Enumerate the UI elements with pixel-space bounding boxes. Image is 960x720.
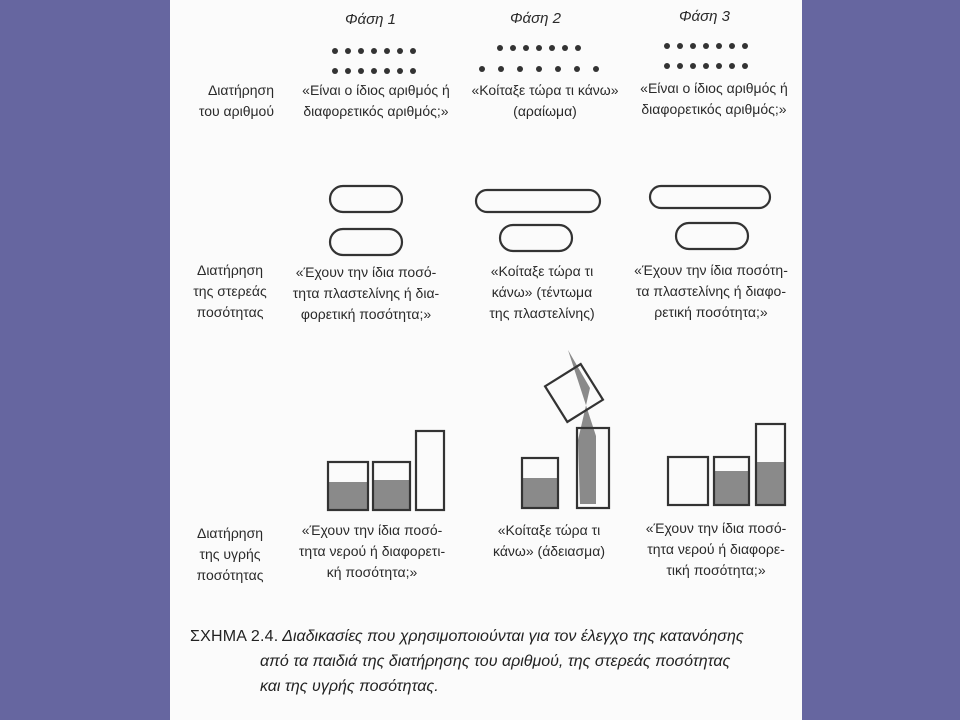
glasses-phase3 [666, 422, 787, 507]
row-solid-phase2-text: «Κοίταξε τώρα τι κάνω» (τέντωμα της πλασ… [489, 263, 595, 321]
caption-line-3: και της υγρής ποσότητας. [260, 678, 439, 695]
row-liquid-phase2-text: «Κοίταξε τώρα τι κάνω» (άδειασμα) [493, 522, 605, 559]
clay-phase1-top [328, 184, 404, 214]
caption-line-1: Διαδικασίες που χρησιμοποιούνται για τον… [282, 628, 744, 645]
phase-3-header: Φάση 3 [679, 8, 730, 25]
row-solid-label: Διατήρηση της στερεάς ποσότητας [193, 262, 267, 320]
row-liquid-phase3-text: «Έχουν την ίδια ποσό- τητα νερού ή διαφο… [645, 520, 787, 578]
caption-label: ΣΧΗΜΑ 2.4. [190, 628, 279, 645]
figure-illustrations [326, 43, 787, 512]
phase-1-header: Φάση 1 [345, 11, 396, 28]
glasses-phase1 [326, 429, 446, 512]
clay-phase2-stretched [474, 188, 602, 214]
row-solid-phase1-text: «Έχουν την ίδια ποσό- τητα πλαστελίνης ή… [292, 264, 440, 322]
row-solid-phase3-text: «Έχουν την ίδια ποσότη- τα πλαστελίνης ή… [634, 262, 788, 320]
row-number-phase2-text: «Κοίταξε τώρα τι κάνω» (αραίωμα) [471, 82, 619, 119]
row-number-phase3-text: «Είναι ο ίδιος αριθμός ή διαφορετικός αρ… [640, 80, 788, 117]
clay-phase3-stretched [648, 184, 772, 210]
caption-line-2: από τα παιδιά της διατήρησης του αριθμού… [260, 653, 731, 670]
dots-phase1 [332, 48, 416, 74]
glasses-phase2 [520, 350, 611, 510]
row-liquid-label: Διατήρηση της υγρής ποσότητας [196, 525, 264, 583]
row-number-label: Διατήρηση του αριθμού [198, 82, 274, 119]
dots-phase2 [479, 45, 599, 72]
clay-phase3-ball [674, 221, 750, 251]
clay-phase2-ball [498, 223, 574, 253]
dots-phase3 [664, 43, 748, 69]
figure-caption: ΣΧΗΜΑ 2.4. Διαδικασίες που χρησιμοποιούν… [190, 624, 798, 699]
figure-page: Φάση 1 Φάση 2 Φάση 3 Διατήρηση του αριθμ… [170, 0, 802, 720]
phase-2-header: Φάση 2 [510, 10, 561, 27]
row-number-phase1-text: «Είναι ο ίδιος αριθμός ή διαφορετικός αρ… [302, 82, 450, 119]
row-liquid-phase1-text: «Έχουν την ίδια ποσό- τητα νερού ή διαφο… [298, 522, 446, 580]
clay-phase1-bottom [328, 227, 404, 257]
